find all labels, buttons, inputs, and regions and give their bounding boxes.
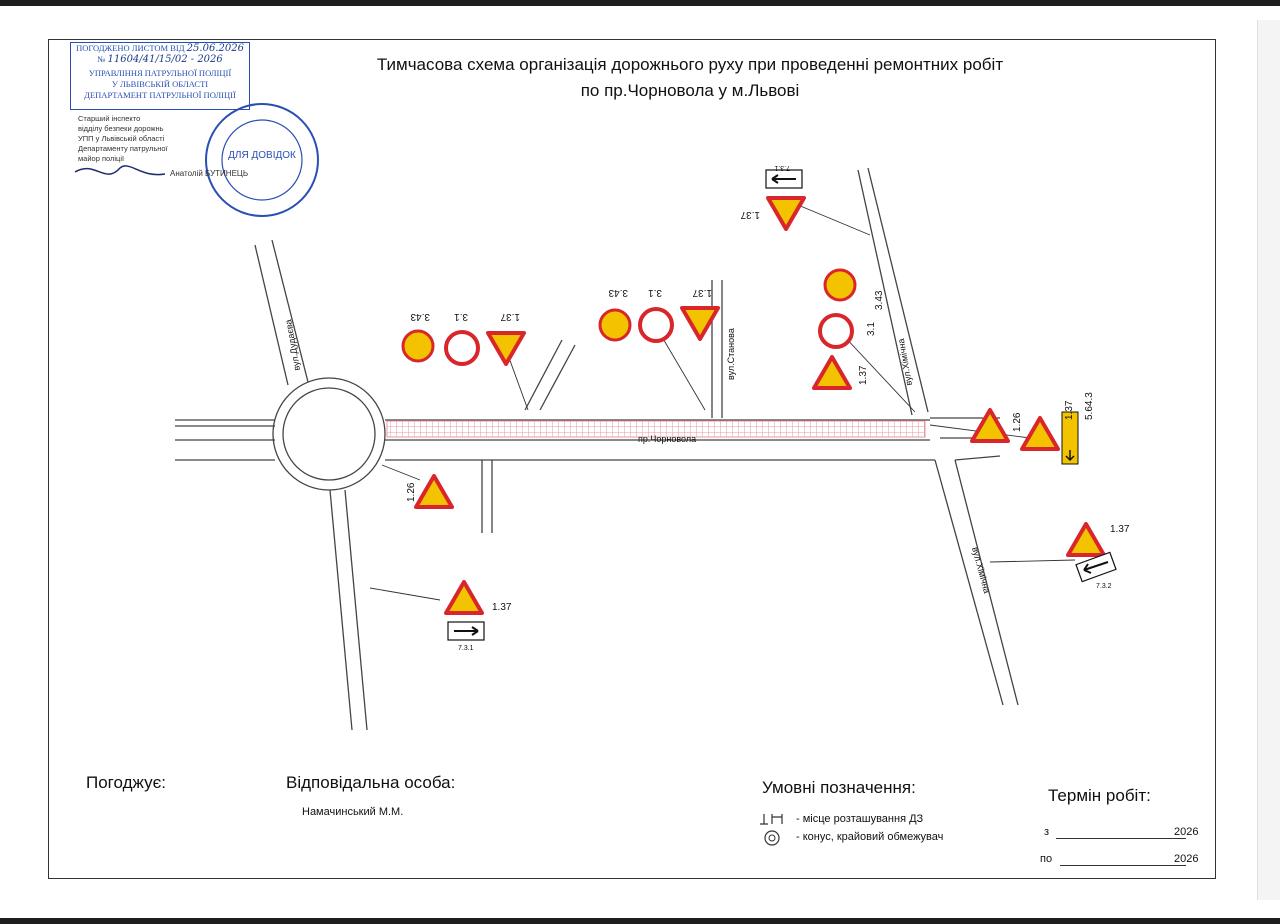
stamp-org-line-3: ДЕПАРТАМЕНТ ПАТРУЛЬНОЇ ПОЛІЦІЇ [84,90,236,100]
street-label-chornovola: пр.Чорновола [638,434,696,444]
uneven-road-sign [970,408,1010,443]
sign-group-1: 3.43 3.1 1.37 [401,311,526,366]
sign-code-31-a: 3.1 [454,311,468,322]
sign-code-137-f: 1.37 [1110,524,1130,535]
arrow-right-icon [454,626,479,636]
term-from-year: 2026 [1174,826,1199,838]
term-heading: Термін робіт: [1048,786,1151,805]
document-title: Тимчасова схема організація дорожнього р… [300,52,1080,104]
detour-plate [1061,411,1079,465]
term-to-year: 2026 [1174,853,1199,865]
stamp-org-line-1: УПРАВЛІННЯ ПАТРУЛЬНОЇ ПОЛІЦІЇ [88,68,232,78]
arrow-down-icon [1065,450,1075,462]
roadworks-sign [812,355,852,390]
sign-group-2: 3.43 3.1 1.37 [598,287,720,343]
inspector-line-2: відділу безпеки дорожнь [78,124,164,133]
term-to-label: по [1040,853,1053,865]
scroll-edge [1257,20,1280,900]
no-entry-sign [818,313,854,349]
sign-code-137-c: 1.37 [858,365,869,385]
stamp-approved-prefix: ПОГОДЖЕНО ЛИСТОМ ВІД [76,43,185,53]
approval-stamp: ПОГОДЖЕНО ЛИСТОМ ВІД 25.06.2026 № 11604/… [70,42,250,110]
roadworks-sign [1066,522,1106,557]
signer-name: Анатолій БУТИНЕЦЬ [170,169,248,178]
inspector-block: Старший інспекто відділу безпеки дорожнь… [78,114,228,164]
legend-icons [760,814,783,846]
sign-group-6: 1.37 7.3.2 [1066,522,1130,590]
sign-code-137-a: 1.37 [500,311,520,322]
term-to-line [1060,865,1186,866]
sign-code-126-a: 1.26 [1012,412,1023,432]
cone-icon [764,830,780,846]
stamp-number-prefix: № [97,54,106,64]
stamp-number: 11604/41/15/02 - 2026 [107,54,223,65]
street-label-stanova: вул.Станова [726,328,736,380]
title-line-1: Тимчасова схема організація дорожнього р… [376,55,1004,74]
road-network [175,167,1019,731]
uneven-road-sign [414,474,454,509]
round-stamp-text: ДЛЯ ДОВІДОК [228,150,296,161]
sign-code-126-b: 1.26 [406,482,417,502]
sign-group-8: 1.37 7.3.1 [444,580,512,652]
signature-mark [74,165,166,176]
inspector-line-4: Департаменту патрульної [78,144,168,153]
no-pass-except-residents-sign [823,268,857,302]
sign-group-3: 3.43 3.1 1.37 [812,268,885,390]
legend-heading: Умовні позначення: [762,778,916,797]
sign-position-icon [760,814,783,825]
stamp-org-line-2: У ЛЬВІВСЬКІЙ ОБЛАСТІ [111,79,209,89]
title-line-2: по пр.Чорновола у м.Львові [580,81,800,100]
sign-code-564: 5.64.3 [1084,392,1095,420]
sign-group-4: 7.3.1 1.37 [740,164,806,231]
sign-code-731-top: 7.3.1 [774,164,790,171]
inspector-line-1: Старший інспекто [78,114,141,123]
roadworks-sign [1020,416,1060,451]
sign-code-732: 7.3.2 [1096,583,1112,590]
approves-heading: Погоджує: [86,773,166,792]
sign-code-731: 7.3.1 [458,645,474,652]
sign-code-137-d: 1.37 [740,209,760,220]
top-frame-bar [0,0,1280,6]
arrow-left-icon [771,174,796,184]
responsible-name: Намачинський М.М. [302,806,404,818]
sign-code-343-b: 3.43 [608,287,628,298]
arrow-left-icon [1083,561,1109,574]
work-zone [386,420,926,438]
no-pass-except-residents-sign [598,308,632,342]
inspector-line-3: УПП у Львівській області [78,134,165,143]
sign-group-7: 1.26 [406,474,454,509]
legend-cone-text: - конус, крайовий обмежувач [796,831,944,843]
street-label-kulparkivska: вул.Хімічна [970,546,992,594]
no-entry-sign [638,307,674,343]
term-from-label: з [1044,826,1050,838]
sign-code-31-b: 3.1 [648,287,662,298]
term-from-line [1056,838,1186,839]
roadworks-sign [486,331,526,366]
no-pass-except-residents-sign [401,329,435,363]
bottom-frame-bar [0,918,1280,924]
sign-group-5: 1.26 1.37 5.64.3 [970,392,1095,465]
inspector-line-5: майор поліції [78,154,125,163]
roadworks-sign [444,580,484,615]
roadworks-sign [766,196,806,231]
sign-code-31-c: 3.1 [866,322,877,336]
sign-code-137-b: 1.37 [692,287,712,298]
sign-code-137-g: 1.37 [492,602,512,613]
sign-code-343-a: 3.43 [410,311,430,322]
responsible-heading: Відповідальна особа: [286,773,456,792]
stamp-approved-date: 25.06.2026 [186,43,244,54]
legend-sign-text: - місце розташування ДЗ [796,813,924,825]
no-entry-sign [444,330,480,366]
round-stamp: ДЛЯ ДОВІДОК [205,103,319,217]
sign-code-137-e: 1.37 [1064,400,1075,420]
sign-code-343-c: 3.43 [874,290,885,310]
document-sheet [48,39,1216,879]
